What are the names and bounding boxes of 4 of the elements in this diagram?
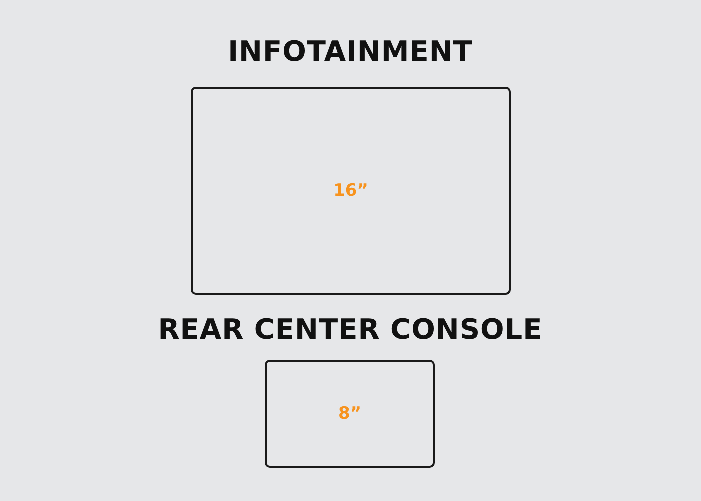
size-label: 16” [334,181,368,201]
screen-heading: REAR CENTER CONSOLE [158,313,543,346]
size-label: 8” [338,404,362,424]
screen-heading: INFOTAINMENT [228,35,473,68]
